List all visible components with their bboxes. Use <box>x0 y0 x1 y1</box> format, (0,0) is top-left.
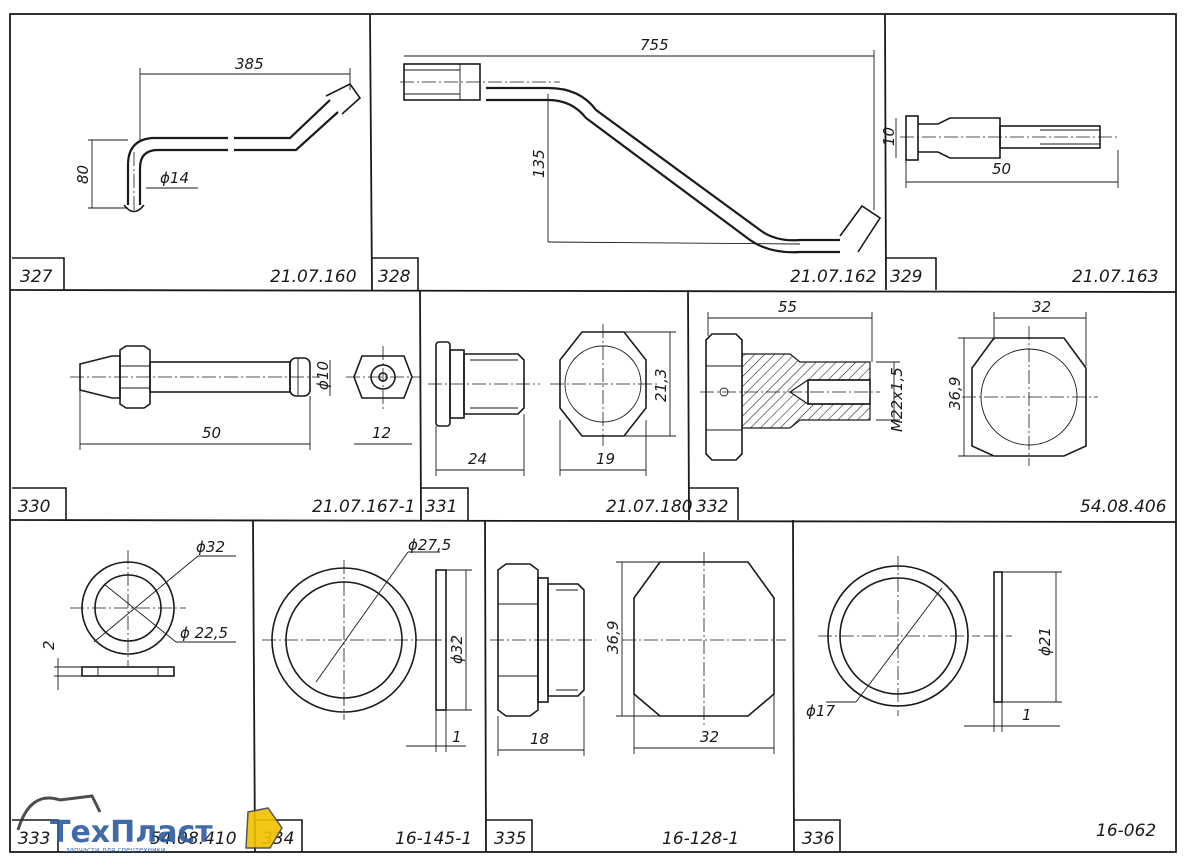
dim-height: 21,3 <box>652 369 670 402</box>
loader-bucket-icon <box>245 807 283 849</box>
plug-drawing <box>428 324 660 446</box>
dimensions: 18 36,9 32 <box>497 561 775 756</box>
dimensions: ϕ27,5 ϕ32 1 <box>315 536 472 752</box>
dimensions: 755 135 <box>404 36 875 245</box>
panel-number: 329 <box>890 267 922 287</box>
dim-inner: ϕ17 <box>806 702 835 720</box>
dim-height: 135 <box>530 149 548 178</box>
part-code: 21.07.167-1 <box>312 497 415 517</box>
dim-inner: ϕ27,5 <box>408 536 451 554</box>
dim-hex: 32 <box>700 728 719 746</box>
dim-length: 755 <box>640 36 669 54</box>
dimensions: 55 M22x1,5 32 36,9 <box>707 298 1087 457</box>
panel-number-boxes <box>12 257 937 852</box>
panel-number: 335 <box>494 829 526 849</box>
dim-diameter: ϕ14 <box>160 169 189 187</box>
dimensions: 385 80 ϕ14 <box>74 55 351 209</box>
dimensions: 50 10 <box>880 118 1119 188</box>
panel-number: 333 <box>18 829 50 849</box>
dimensions: ϕ17 ϕ21 1 <box>806 571 1062 732</box>
brand-logo: ТехПласт запчасти для спецтехники <box>16 794 283 854</box>
panel-332: 332 54.08.406 55 M22x1,5 <box>696 298 1167 517</box>
panel-331: 331 21.07.180 24 19 21,3 <box>425 324 693 517</box>
nozzle-fitting-drawing <box>70 345 420 410</box>
part-code: 21.07.163 <box>1072 267 1159 287</box>
dim-length: 55 <box>778 298 797 316</box>
panel-number: 332 <box>696 497 728 517</box>
panel-number: 331 <box>425 497 457 517</box>
row-divider-2 <box>9 519 1177 523</box>
fitting-drawing <box>900 115 1120 161</box>
panel-number: 327 <box>20 267 53 287</box>
dimensions: 50 ϕ10 12 <box>79 360 412 450</box>
row-divider-1 <box>9 289 1177 293</box>
part-code: 16-128-1 <box>662 829 739 849</box>
dim-length: 24 <box>468 450 487 468</box>
panel-327: 327 21.07.160 385 80 ϕ14 <box>20 55 362 287</box>
dim-thickness: 1 <box>452 728 462 746</box>
dim-length: 50 <box>992 160 1011 178</box>
panel-334: 334 16-145-1 ϕ27,5 ϕ32 1 <box>262 536 472 849</box>
part-code: 16-062 <box>1096 821 1156 841</box>
dim-diameter: ϕ10 <box>314 361 332 390</box>
excavator-icon <box>16 794 102 831</box>
part-code: 54.08.410 <box>150 829 237 849</box>
dim-inner: ϕ 22,5 <box>180 624 228 642</box>
dim-length: 385 <box>235 55 264 73</box>
ring-gasket-drawing <box>818 556 1012 716</box>
dim-length: 18 <box>530 730 549 748</box>
panel-number: 328 <box>378 267 411 287</box>
dimensions: 24 19 21,3 <box>435 331 676 476</box>
gasket-drawing <box>262 560 454 720</box>
dim-outer: ϕ32 <box>448 635 466 664</box>
dim-length: 50 <box>202 424 221 442</box>
brand-name: ТехПласт <box>50 815 213 850</box>
dim-height: 80 <box>74 165 92 184</box>
panel-329: 329 21.07.163 50 10 <box>880 115 1159 287</box>
dim-hex: 12 <box>372 424 391 442</box>
panel-333: 333 54.08.410 ϕ32 ϕ 22,5 2 <box>18 538 237 849</box>
dim-thickness: 1 <box>1022 706 1032 724</box>
panel-number: 330 <box>18 497 50 517</box>
part-code: 21.07.160 <box>270 267 357 287</box>
panel-335: 335 16-128-1 18 36,9 32 <box>490 552 786 849</box>
part-code: 21.07.162 <box>790 267 877 287</box>
panel-number: 336 <box>802 829 835 849</box>
dim-outer: ϕ32 <box>196 538 225 556</box>
dim-hex: 19 <box>596 450 615 468</box>
panel-330: 330 21.07.167-1 50 ϕ10 12 <box>18 345 420 517</box>
dim-diameter: 10 <box>880 127 898 146</box>
union-nut-section-drawing <box>700 326 1098 466</box>
washer-drawing <box>70 550 186 677</box>
part-code: 16-145-1 <box>395 829 472 849</box>
panel-328: 328 21.07.162 755 135 <box>378 36 882 287</box>
outer-frame <box>9 13 1177 853</box>
dim-outer: ϕ21 <box>1036 627 1054 656</box>
part-code: 54.08.406 <box>1080 497 1167 517</box>
sheet-grid <box>9 13 1177 853</box>
dim-hex: 32 <box>1032 298 1051 316</box>
dimensions: ϕ32 ϕ 22,5 2 <box>40 538 236 690</box>
dim-thread: M22x1,5 <box>888 367 906 432</box>
threaded-plug-drawing <box>490 552 786 728</box>
dim-height: 36,9 <box>946 377 964 410</box>
s-tube-drawing <box>400 63 882 254</box>
dim-height: 36,9 <box>604 621 622 654</box>
dim-thickness: 2 <box>40 640 58 650</box>
panel-336: 336 16-062 ϕ17 ϕ21 1 <box>802 556 1156 849</box>
brand-tagline: запчасти для спецтехники <box>66 846 165 854</box>
bent-tube-drawing <box>123 82 362 213</box>
part-code: 21.07.180 <box>606 497 693 517</box>
